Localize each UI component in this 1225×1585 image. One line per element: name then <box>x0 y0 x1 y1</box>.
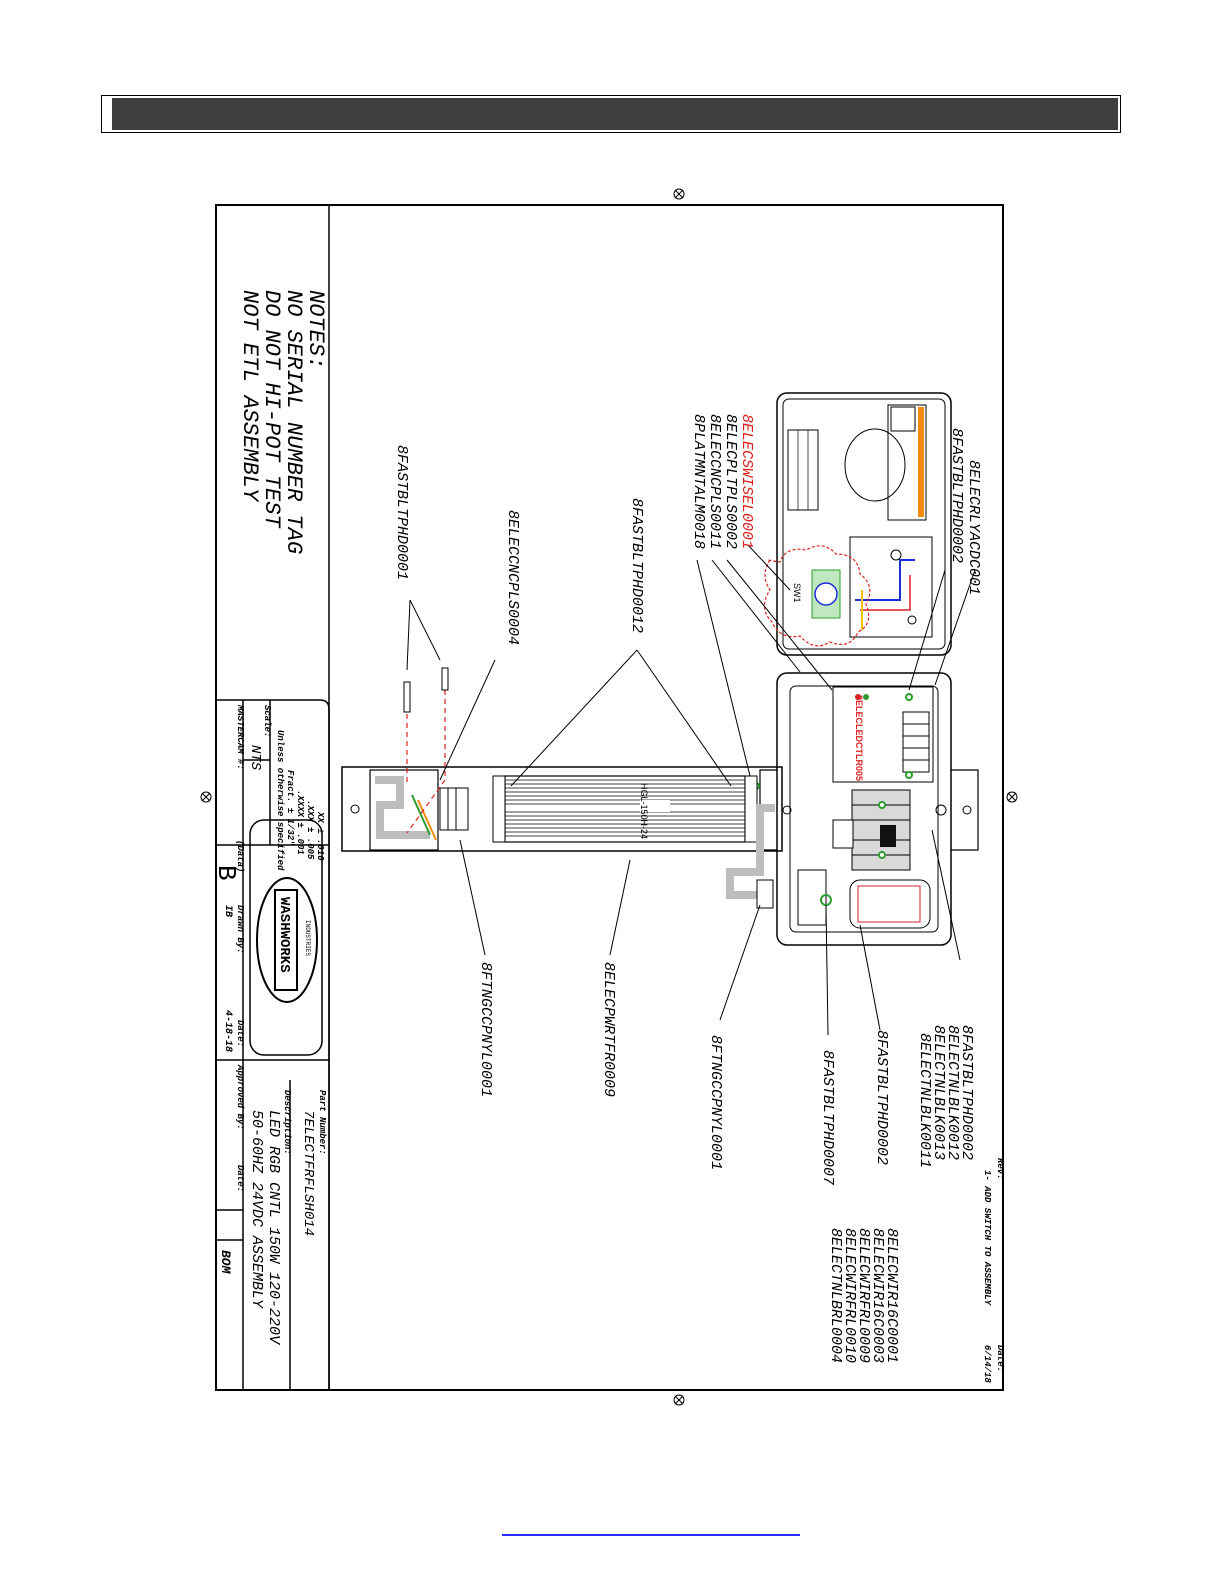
callout-switch: 8ELECSWISEL0001 <box>738 414 755 549</box>
loose-bolts <box>403 667 449 713</box>
enclosure-base <box>759 672 979 946</box>
title-block-frame <box>216 205 330 1390</box>
desc-line-1: LED RGB CNTL 150W 120-220V <box>265 1110 282 1346</box>
tolerance-note: Unless otherwise specified <box>275 730 285 871</box>
logo-small: INDUSTRIES <box>304 920 311 956</box>
callout-bolt12: 8FASTBLTPHD0012 <box>628 498 645 633</box>
approved-date-label: Date: <box>235 1165 245 1192</box>
terminal-callout-3: 8ELECTNLBLK0013 <box>930 1025 947 1160</box>
callout-plate: 8PLATMNTALM0018 <box>690 414 707 549</box>
cable-fitting-right <box>756 879 774 909</box>
tolerance-1: XX ± .010 <box>315 811 325 861</box>
logo-text: WASHWORKS <box>276 897 292 973</box>
notes-line-2: DO NOT HI-POT TEST <box>259 290 284 529</box>
revision-cloud <box>763 545 871 647</box>
registration-mark-top <box>673 188 685 200</box>
callout-bolt1: 8FASTBLTPHD0001 <box>393 445 410 580</box>
junction-box <box>369 769 469 851</box>
wire-callout-3: 8ELECWIRFRL0009 <box>855 1228 872 1363</box>
mastercam-label: MASTERCAM #: <box>235 704 245 770</box>
registration-mark-right <box>1006 791 1018 803</box>
callout-stl-top: 8FASTBLTPHD0002 <box>948 428 965 563</box>
registration-mark-left <box>200 791 212 803</box>
terminal-callout-stack: 8FASTBLTPHD0002 8ELECTNLBLK0012 8ELECTNL… <box>916 1025 975 1168</box>
company-logo: WASHWORKS INDUSTRIES <box>256 877 318 1003</box>
rev-date-label: Date: <box>995 1345 1005 1372</box>
callout-fitting-right: 8FTNGCCPNYL0001 <box>707 1035 724 1170</box>
drawn-label: Drawn By: <box>235 905 245 954</box>
leader-lines <box>406 544 976 1036</box>
part-label: Part Number: <box>317 1090 327 1155</box>
notes-block: NOTES: NO SERIAL NUMBER TAG DO NOT HI-PO… <box>237 290 328 554</box>
bom-label: BOM <box>218 1250 233 1275</box>
enclosure-lid <box>776 392 952 656</box>
notes-heading: NOTES: <box>303 290 328 369</box>
terminal-callout-4: 8ELECTNLBLK0011 <box>916 1033 933 1168</box>
tolerance-2: .XXX ± .005 <box>305 800 315 860</box>
header-bar <box>101 95 1121 133</box>
callout-conn11: 8ELECCNCPLS0011 <box>706 414 723 549</box>
drawn-value: IB <box>222 905 233 917</box>
switch-sw1: SW1 <box>792 569 841 619</box>
notes-line-1: NO SERIAL NUMBER TAG <box>281 290 306 554</box>
drawing-border <box>215 204 1004 1391</box>
scale-label: Scale: <box>262 705 272 737</box>
approved-label: Approved By: <box>235 1064 245 1130</box>
callout-plt: 8ELECPLTPLS0002 <box>722 414 739 549</box>
callout-psu: 8ELECPWRTFR0009 <box>600 962 617 1097</box>
power-supply: HGL-150H-24 <box>492 775 758 843</box>
rev-value: 1- ADD SWITCH TO ASSEMBLY <box>982 1170 992 1307</box>
scale-value: NTS <box>247 745 263 771</box>
notes-line-3: NOT ETL ASSEMBLY <box>237 290 262 503</box>
date-value: 4-18-18 <box>222 1010 233 1052</box>
header-fill <box>112 98 1118 130</box>
part-value: 7ELECTFRFLSH014 <box>300 1110 316 1236</box>
mounting-plate <box>341 766 783 852</box>
tolerance-3: .XXXX ± .001 <box>295 790 305 855</box>
desc-label: Description: <box>282 1090 292 1155</box>
callout-bolt7: 8FASTBLTPHD0007 <box>819 1050 836 1185</box>
date-label: Date: <box>235 1020 245 1047</box>
size-value: B <box>211 865 241 881</box>
switch-label: SW1 <box>792 583 802 603</box>
size-label: (Data) <box>235 840 245 872</box>
terminal-callout-1: 8FASTBLTPHD0002 <box>958 1025 975 1160</box>
wire-callout-1: 8ELECWIR16C0001 <box>883 1228 900 1363</box>
callout-bolt2: 8FASTBLTPHD0002 <box>873 1030 890 1165</box>
tolerance-4: Fract. ± 1/32" <box>285 770 295 846</box>
bolt-lines <box>406 690 446 834</box>
callout-controller: 8ELECLEDCTLR005 <box>854 695 864 781</box>
wire-callout-4: 8ELECWIRFRL0010 <box>841 1228 858 1363</box>
registration-mark-bottom <box>673 1394 685 1406</box>
desc-line-2: 50-60HZ 24VDC ASSEMBLY <box>248 1110 265 1309</box>
wire-callout-2: 8ELECWIR16C0003 <box>869 1228 886 1363</box>
wire-callout-5: 8ELECTNLBRL0004 <box>827 1228 844 1363</box>
psu-label: HGL-150H-24 <box>639 783 649 839</box>
rev-label: Rev: <box>995 1158 1005 1180</box>
callout-relay: 8ELECRLYACDC001 <box>965 460 982 595</box>
power-cable <box>726 804 775 899</box>
wire-callout-stack: 8ELECWIR16C0001 8ELECWIR16C0003 8ELECWIR… <box>827 1228 900 1363</box>
callout-fitting-left: 8FTNGCCPNYL0001 <box>477 962 494 1097</box>
callout-conn4: 8ELECCNCPLS0004 <box>504 510 521 645</box>
terminal-callout-2: 8ELECTNLBLK0012 <box>944 1025 961 1160</box>
rev-date-value: 6/14/18 <box>982 1345 992 1383</box>
